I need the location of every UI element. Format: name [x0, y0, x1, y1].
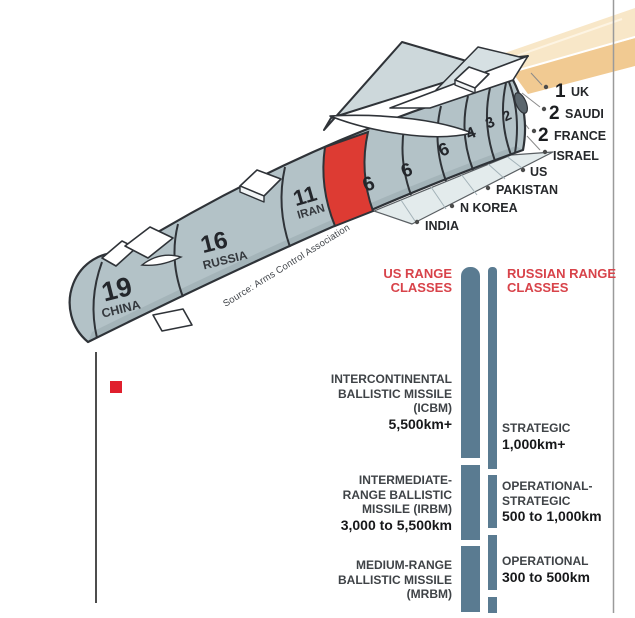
callout-uk: UK — [571, 85, 589, 99]
dot-india — [414, 219, 420, 225]
hatch-tail-side-face — [454, 79, 476, 94]
strategic-value: 1,000km+ — [502, 435, 566, 452]
dot-france — [531, 128, 537, 134]
irbm-line3: MISSILE (IRBM) — [362, 502, 452, 516]
dot-saudi — [541, 106, 547, 112]
dot-nkorea — [449, 203, 455, 209]
icbm-line3: (ICBM) — [413, 401, 452, 415]
icbm-line1: INTERCONTINENTAL — [330, 372, 452, 386]
us-bar-icbm-segment — [461, 267, 480, 458]
body-highlight-sliver — [140, 254, 183, 267]
us-range-header-line1: US RANGE — [383, 266, 452, 281]
callout-pakistan: PAKISTAN — [496, 183, 558, 197]
opstrategic-line2: STRATEGIC — [502, 493, 571, 508]
russian-range-bar — [488, 267, 497, 613]
near-fin-blade — [329, 114, 473, 138]
ru-class-strategic: STRATEGIC 1,000km+ — [502, 421, 614, 453]
callout-count-uk: 1 — [555, 81, 566, 102]
callout-us: US — [530, 165, 547, 179]
ru-bar-strategic-segment — [488, 267, 497, 469]
wing-surface — [373, 151, 554, 225]
callout-india: INDIA — [425, 219, 459, 233]
ru-bar-operational-segment — [488, 535, 497, 590]
hatch-mid-side-face — [239, 185, 265, 203]
callout-count-saudi: 2 — [549, 103, 560, 124]
us-range-header: US RANGE CLASSES — [318, 267, 452, 295]
us-range-header-line2: CLASSES — [390, 280, 452, 295]
leader-dots — [414, 84, 549, 225]
mrbm-line2: BALLISTIC MISSILE — [338, 572, 452, 587]
dot-us — [520, 167, 526, 173]
legend-red-square — [110, 381, 122, 393]
opstrategic-line1: OPERATIONAL- — [502, 479, 593, 493]
us-class-icbm: INTERCONTINENTAL BALLISTIC MISSILE (ICBM… — [296, 372, 452, 433]
callout-count-france: 2 — [538, 125, 549, 146]
mrbm-line1: MEDIUM-RANGE — [356, 558, 452, 572]
ru-class-opstrategic: OPERATIONAL- STRATEGIC 500 to 1,000km — [502, 479, 614, 525]
flame-streak-2 — [501, 18, 623, 62]
mrbm-line3: (MRBM) — [406, 587, 452, 601]
canard-fin-front — [124, 226, 174, 259]
callout-france: FRANCE — [554, 129, 606, 143]
russian-range-header-line1: RUSSIAN RANGE — [507, 266, 617, 281]
us-range-bar — [461, 267, 480, 612]
opstrategic-value: 500 to 1,000km — [502, 508, 602, 524]
icbm-range-value: 5,500km+ — [388, 415, 452, 432]
flame-pale-band — [496, 8, 635, 72]
hatches — [239, 66, 490, 203]
irbm-line1: INTERMEDIATE- — [358, 473, 452, 487]
flame-streak — [511, 36, 635, 73]
nozzle — [514, 92, 528, 114]
strategic-line1: STRATEGIC — [502, 421, 571, 435]
dot-pakistan — [485, 185, 491, 191]
operational-line1: OPERATIONAL — [502, 554, 589, 568]
count-russia: 16 — [198, 226, 230, 259]
body-lower-shading — [88, 146, 523, 342]
ru-bar-tail-segment — [488, 597, 497, 613]
dot-uk — [543, 84, 549, 90]
wing-guide-lines — [400, 154, 523, 222]
callout-saudi: SAUDI — [565, 107, 604, 121]
missile-body — [68, 78, 528, 344]
lower-wing-plane — [373, 151, 554, 225]
callout-israel: ISRAEL — [553, 149, 599, 163]
icbm-line2: BALLISTIC MISSILE — [338, 386, 452, 401]
count-china: 19 — [99, 271, 135, 307]
ru-class-operational: OPERATIONAL 300 to 500km — [502, 554, 614, 586]
segment-india-red — [322, 130, 375, 228]
us-class-irbm: INTERMEDIATE- RANGE BALLISTIC MISSILE (I… — [296, 473, 452, 534]
exhaust-flame — [496, 8, 635, 94]
flame-main-band — [512, 38, 635, 94]
left-vertical-rule — [95, 352, 97, 603]
russian-range-header: RUSSIAN RANGE CLASSES — [507, 267, 617, 295]
country-callouts: 1 UK 2 SAUDI 2 FRANCE ISRAEL US PAKISTAN… — [425, 81, 606, 233]
russian-range-header-line2: CLASSES — [507, 280, 569, 295]
irbm-range-value: 3,000 to 5,500km — [340, 516, 452, 533]
body-outline — [68, 78, 527, 344]
irbm-line2: RANGE BALLISTIC — [342, 487, 452, 502]
callout-nkorea: N KOREA — [460, 201, 518, 215]
nose-details — [101, 226, 193, 332]
dot-israel — [542, 149, 548, 155]
lower-canard-fin — [152, 308, 193, 332]
operational-value: 300 to 500km — [502, 568, 590, 585]
us-class-mrbm: MEDIUM-RANGE BALLISTIC MISSILE (MRBM) — [296, 558, 452, 602]
us-bar-irbm-segment — [461, 465, 480, 540]
us-bar-mrbm-segment — [461, 546, 480, 612]
ru-bar-opstrategic-segment — [488, 475, 497, 528]
